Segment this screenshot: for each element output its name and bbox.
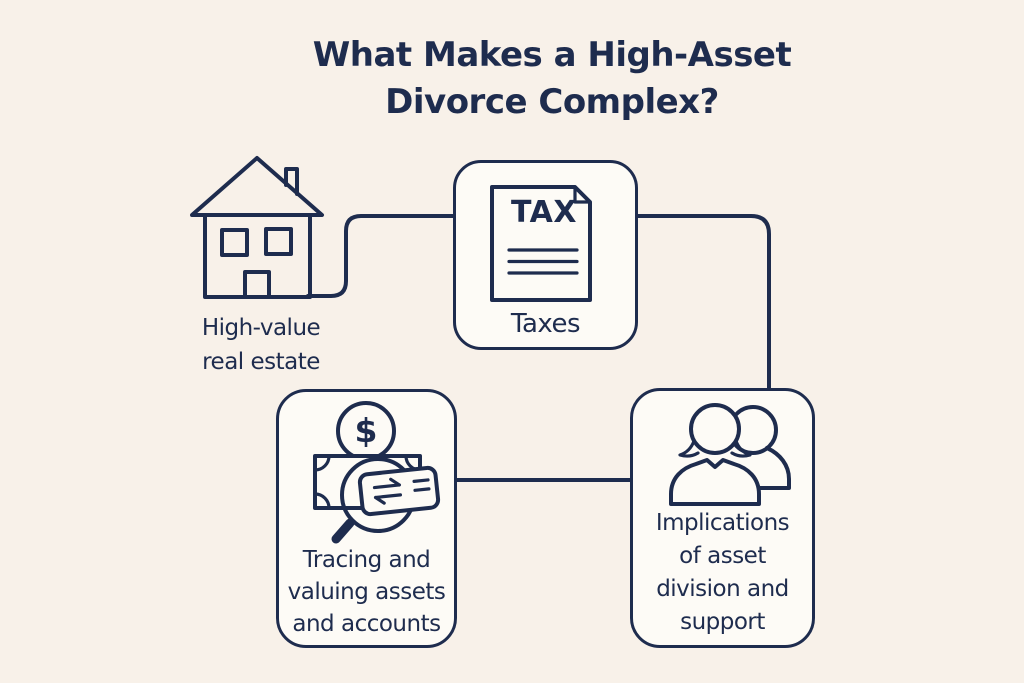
page-title-line-1: What Makes a High-Asset	[312, 35, 792, 75]
implications-label-line-2: of asset	[679, 543, 766, 569]
implications-label: Implications of asset division and suppo…	[633, 507, 812, 639]
cheque-icon	[357, 465, 441, 517]
tax-document-text: TAX	[511, 195, 577, 230]
tracing-label: Tracing and valuing assets and accounts	[279, 544, 454, 640]
tracing-label-line-3: and accounts	[292, 611, 441, 637]
page-title-line-2: Divorce Complex?	[385, 82, 719, 122]
dollar-symbol: $	[354, 411, 378, 450]
implications-label-line-1: Implications	[655, 510, 790, 536]
real-estate-label-line-2: real estate	[202, 349, 320, 375]
taxes-label: Taxes	[510, 309, 581, 339]
connector-taxes-to-implications	[634, 214, 771, 396]
implications-label-line-4: support	[680, 609, 765, 635]
connector-house-to-taxes	[306, 214, 458, 298]
tracing-label-line-2: valuing assets	[287, 579, 446, 605]
real-estate-label: High-value real estate	[178, 311, 344, 379]
implications-label-line-3: division and	[656, 576, 789, 602]
real-estate-label-line-1: High-value	[201, 315, 321, 341]
tracing-card: $ Tracing and valuing assets and account…	[276, 389, 457, 648]
magnifier-handle-icon	[331, 518, 355, 544]
house-icon	[190, 156, 324, 299]
tracing-label-line-1: Tracing and	[302, 547, 431, 573]
asset-search-icon	[313, 401, 441, 544]
implications-card: Implications of asset division and suppo…	[630, 388, 815, 648]
people-icon	[669, 403, 791, 506]
taxes-card: TAX Taxes	[453, 160, 638, 350]
tax-document-icon	[490, 185, 592, 302]
page-title: What Makes a High-Asset Divorce Complex?	[313, 32, 792, 126]
